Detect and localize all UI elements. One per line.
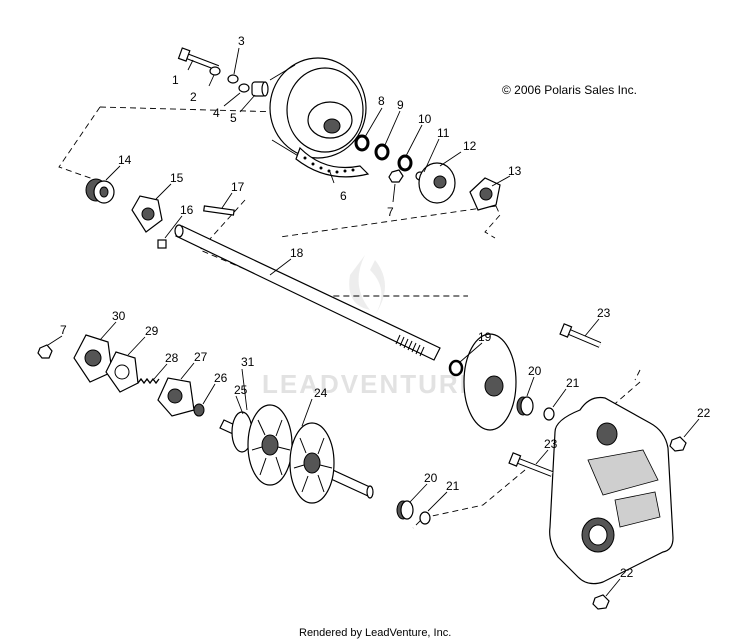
callout-numbers: 1 2 3 4 5 6 7 8 9 10 11 12 13 14 15 16 1… — [60, 34, 711, 580]
washer-4 — [238, 83, 250, 93]
callout-5: 5 — [230, 111, 237, 125]
nut-7-left — [37, 344, 53, 359]
nut-7-top — [388, 169, 404, 183]
callout-4: 4 — [213, 106, 220, 120]
nut-22-right — [669, 436, 687, 452]
chain-6 — [295, 146, 370, 178]
bearing-14 — [85, 178, 115, 204]
bolt-23-bottom — [508, 452, 554, 477]
callout-31: 31 — [241, 355, 255, 369]
ring-19 — [448, 359, 464, 377]
key-17 — [203, 205, 235, 216]
callout-23-top: 23 — [597, 306, 611, 320]
callout-9: 9 — [397, 98, 404, 112]
callout-21-bottom: 21 — [446, 479, 460, 493]
seal-20-bottom — [396, 500, 414, 520]
callout-23-bottom: 23 — [544, 437, 558, 451]
callout-24: 24 — [314, 386, 328, 400]
ring-10 — [397, 154, 413, 172]
callout-30: 30 — [112, 309, 126, 323]
flange-15 — [131, 195, 163, 233]
watermark-text: LEADVENTURE — [262, 369, 479, 399]
footer-credit: Rendered by LeadVenture, Inc. — [299, 627, 451, 639]
callout-27: 27 — [194, 350, 208, 364]
callout-7-top: 7 — [387, 205, 394, 219]
bushing-5 — [251, 81, 269, 97]
cap-21-bottom — [419, 511, 431, 525]
brake-disc — [463, 333, 517, 431]
callout-29: 29 — [145, 324, 159, 338]
callout-16: 16 — [180, 203, 194, 217]
driven-sprocket — [269, 57, 367, 159]
callout-11: 11 — [437, 126, 450, 140]
callout-7-left: 7 — [60, 323, 67, 337]
callout-2: 2 — [190, 90, 197, 104]
callout-13: 13 — [508, 164, 522, 178]
callout-26: 26 — [214, 371, 228, 385]
bolt-1 — [177, 47, 220, 71]
callout-6: 6 — [340, 189, 347, 203]
cap-21-top — [543, 407, 555, 421]
watermark-logo — [349, 255, 385, 315]
callout-21-top: 21 — [566, 376, 580, 390]
callout-25: 25 — [234, 383, 248, 397]
shaft-18 — [174, 224, 441, 361]
callout-14: 14 — [118, 153, 132, 167]
callout-leaders — [47, 47, 700, 597]
drive-shaft-assembly — [219, 404, 374, 504]
flange-30 — [73, 334, 113, 383]
copyright-text: © 2006 Polaris Sales Inc. — [502, 83, 637, 97]
plate-12 — [418, 162, 456, 204]
chaincase-housing — [549, 396, 674, 585]
callout-15: 15 — [170, 171, 184, 185]
flange-13 — [469, 177, 501, 211]
callout-12: 12 — [463, 139, 477, 153]
flange-27 — [157, 377, 195, 417]
callout-18: 18 — [290, 246, 304, 260]
spring-28 — [137, 377, 160, 385]
callout-10: 10 — [418, 112, 432, 126]
bolt-23-top — [559, 323, 602, 348]
callout-19: 19 — [478, 330, 492, 344]
callout-22-bottom: 22 — [620, 566, 634, 580]
seal-8 — [354, 134, 370, 152]
callout-17: 17 — [231, 180, 245, 194]
callout-1: 1 — [172, 73, 179, 87]
washer-3 — [227, 74, 239, 84]
callout-20-bottom: 20 — [424, 471, 438, 485]
seal-20-top — [516, 396, 534, 416]
callout-3: 3 — [238, 34, 245, 48]
bearing-26 — [193, 403, 205, 417]
seal-9 — [374, 143, 390, 161]
bolt-16 — [157, 239, 167, 249]
callout-28: 28 — [165, 351, 179, 365]
washer-2 — [209, 66, 221, 76]
nut-22-bottom — [592, 594, 610, 610]
callout-22-right: 22 — [697, 406, 711, 420]
callout-20-top: 20 — [528, 364, 542, 378]
gasket-29 — [105, 351, 139, 393]
callout-8: 8 — [378, 94, 385, 108]
